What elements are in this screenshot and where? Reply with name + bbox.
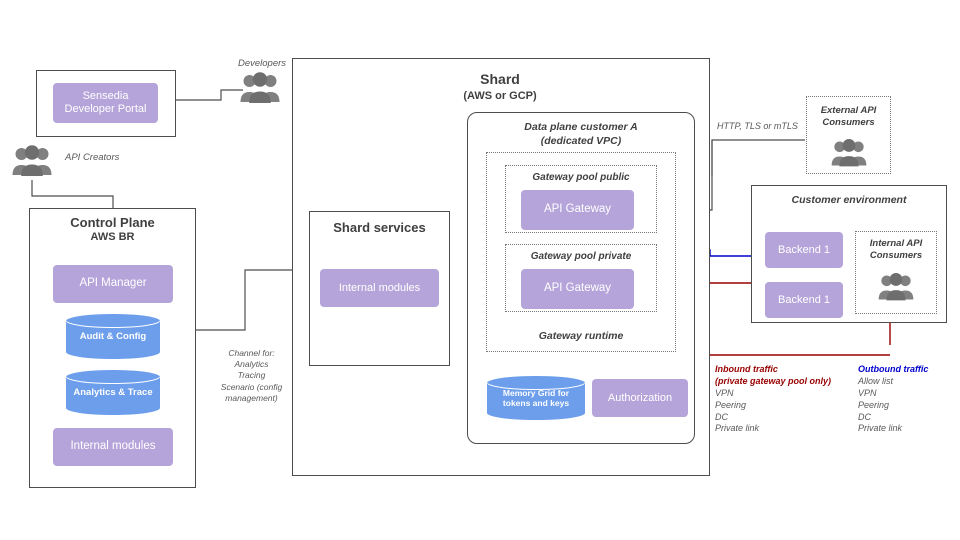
api-manager-module[interactable]: API Manager — [53, 265, 173, 303]
external-consumers-line2: Consumers — [822, 117, 875, 129]
backend-2-box[interactable]: Backend 1 — [765, 282, 843, 318]
api-creators-label: API Creators — [65, 152, 120, 163]
shard-internal-modules-label: Internal modules — [338, 281, 421, 294]
api-gateway-private-label: API Gateway — [543, 282, 612, 295]
channel-note-line3: Tracing — [237, 370, 266, 381]
data-plane-title-line2: (dedicated VPC) — [540, 134, 622, 147]
api-gateway-public-label: API Gateway — [543, 203, 612, 216]
developer-portal-subtitle: Developer Portal — [64, 103, 147, 115]
cylinder-top — [487, 376, 585, 390]
gateway-runtime-container — [486, 152, 676, 352]
memory-grid-line1: Memory Grid for — [502, 387, 570, 398]
outbound-heading: Outbound traffic — [858, 364, 929, 374]
cylinder-top — [66, 314, 160, 328]
developers-label: Developers — [237, 58, 287, 69]
memory-grid-line2: tokens and keys — [502, 398, 570, 408]
authorization-module[interactable]: Authorization — [592, 379, 688, 417]
inbound-item-3: Private link — [715, 423, 760, 434]
gateway-pool-private-container — [505, 244, 657, 312]
audit-config-label: Audit & Config — [79, 330, 147, 342]
inbound-heading: Inbound traffic — [715, 364, 778, 374]
internal-consumers-group-icon — [876, 271, 916, 303]
external-consumers-group-icon — [829, 137, 869, 169]
channel-note-line5: management) — [225, 392, 278, 403]
memory-grid-database[interactable]: Memory Grid for tokens and keys — [487, 376, 585, 420]
http-tls-label: HTTP, TLS or mTLS — [717, 121, 798, 131]
internal-consumers-line1: Internal API — [869, 238, 923, 249]
backend-1-label: Backend 1 — [778, 243, 830, 256]
data-plane-title: Data plane customer A (dedicated VPC) — [467, 121, 695, 148]
outbound-item-3: DC — [858, 411, 871, 422]
internal-api-consumers-title: Internal API Consumers — [855, 238, 937, 263]
channel-note-line2: Analytics — [234, 359, 269, 370]
developers-group-icon — [240, 70, 280, 106]
shard-subtitle: (AWS or GCP) — [463, 90, 537, 102]
external-api-consumers-title: External API Consumers — [806, 105, 891, 130]
authorization-label: Authorization — [607, 391, 673, 404]
backend-2-label: Backend 1 — [778, 293, 830, 306]
control-plane-internal-modules[interactable]: Internal modules — [53, 428, 173, 466]
inbound-subheading: (private gateway pool only) — [715, 375, 832, 386]
api-gateway-private[interactable]: API Gateway — [521, 269, 634, 309]
analytics-trace-label: Analytics & Trace — [73, 386, 153, 398]
gateway-pool-public-title: Gateway pool public — [532, 172, 630, 183]
customer-environment-title: Customer environment — [791, 194, 907, 206]
control-plane-subtitle: AWS BR — [90, 231, 135, 243]
gateway-pool-private-title: Gateway pool private — [530, 251, 632, 262]
inbound-item-2: DC — [715, 411, 728, 422]
inbound-item-0: VPN — [715, 387, 734, 398]
shard-title: Shard — [480, 71, 520, 87]
cylinder-top — [66, 370, 160, 384]
outbound-item-1: VPN — [858, 387, 877, 398]
gateway-runtime-label: Gateway runtime — [538, 330, 624, 342]
shard-services-internal-modules[interactable]: Internal modules — [320, 269, 439, 307]
api-gateway-public[interactable]: API Gateway — [521, 190, 634, 230]
inbound-traffic-legend: Inbound traffic (private gateway pool on… — [715, 364, 840, 435]
developer-portal-title: Sensedia — [82, 90, 129, 103]
internal-modules-label: Internal modules — [70, 440, 156, 453]
api-creators-group-icon — [12, 143, 52, 179]
outbound-item-4: Private link — [858, 423, 903, 434]
sensedia-developer-portal-box[interactable]: Sensedia Developer Portal — [53, 83, 158, 123]
outbound-item-0: Allow list — [858, 375, 894, 386]
data-plane-title-line1: Data plane customer A — [524, 121, 638, 133]
gateway-pool-public-container — [505, 165, 657, 233]
control-plane-title: Control Plane — [70, 215, 155, 230]
analytics-trace-database[interactable]: Analytics & Trace — [66, 370, 160, 415]
memory-grid-label: Memory Grid for tokens and keys — [487, 376, 585, 420]
external-api-consumers-container — [806, 96, 891, 174]
channel-note-line4: Scenario (config — [220, 381, 283, 392]
outbound-item-2: Peering — [858, 399, 890, 410]
external-consumers-line1: External API — [820, 105, 877, 116]
channel-note: Channel for: Analytics Tracing Scenario … — [204, 348, 299, 404]
audit-config-database[interactable]: Audit & Config — [66, 314, 160, 359]
outbound-traffic-legend: Outbound traffic Allow list VPN Peering … — [858, 364, 958, 435]
internal-consumers-line2: Consumers — [869, 250, 923, 262]
api-manager-label: API Manager — [79, 277, 147, 290]
internal-api-consumers-container — [855, 231, 937, 314]
channel-note-line1: Channel for: — [228, 348, 275, 358]
backend-1-box[interactable]: Backend 1 — [765, 232, 843, 268]
inbound-item-1: Peering — [715, 399, 747, 410]
shard-services-title: Shard services — [333, 220, 426, 235]
